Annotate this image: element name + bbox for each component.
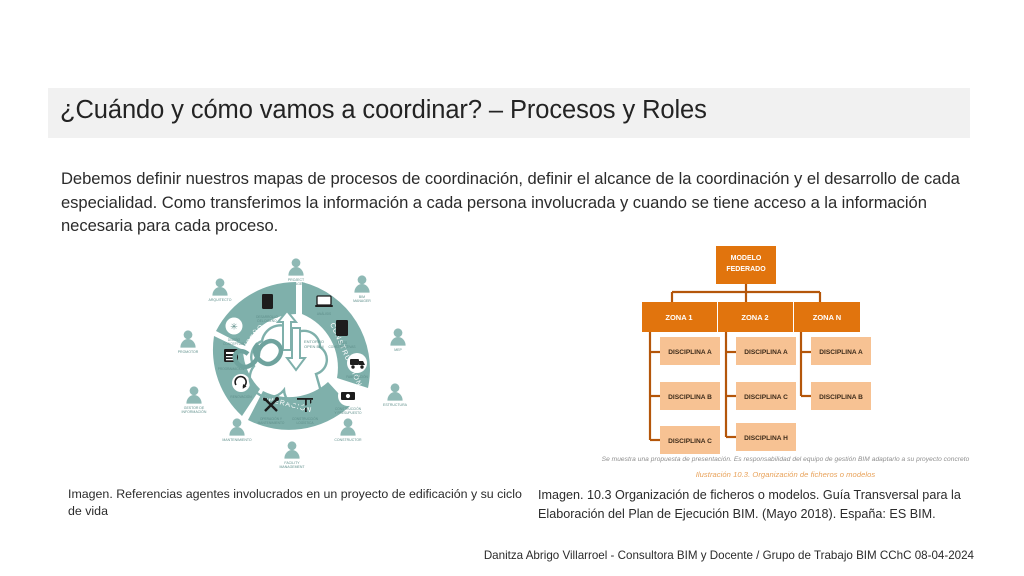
- body-paragraph: Debemos definir nuestros mapas de proces…: [61, 169, 960, 235]
- org-discipline-z2-c: DISCIPLINA C: [736, 382, 796, 410]
- svg-text:BIM: BIM: [359, 295, 365, 299]
- recycle-icon: [234, 375, 247, 388]
- svg-text:FABRICACIÓN: FABRICACIÓN: [346, 374, 368, 379]
- svg-text:LOGÍSTICA: LOGÍSTICA: [296, 421, 314, 425]
- wheel-actors: PROJECT MANAGER BIM MANAGER MEP ESTRUCTU…: [178, 258, 408, 469]
- svg-text:OPERACIÓN Y: OPERACIÓN Y: [260, 416, 283, 421]
- org-node-zone-n: ZONA N: [794, 302, 860, 332]
- federated-model-org-chart: MODELO FEDERADO ZONA 1 ZONA 2 ZONA N DIS…: [620, 240, 1012, 458]
- root-label-line1: MODELO: [731, 255, 762, 262]
- root-label-line2: FEDERADO: [726, 266, 766, 273]
- truck-icon: [350, 359, 365, 369]
- page-title: ¿Cuándo y cómo vamos a coordinar? – Proc…: [60, 96, 707, 124]
- svg-text:Y PRESUPUESTO: Y PRESUPUESTO: [335, 411, 363, 415]
- svg-text:PROJECT: PROJECT: [288, 278, 305, 282]
- svg-text:DEL DISEÑO: DEL DISEÑO: [257, 318, 277, 323]
- bim-lifecycle-wheel-figure: PROJECT MANAGER BIM MANAGER MEP ESTRUCTU…: [170, 248, 422, 480]
- svg-text:ANÁLISIS: ANÁLISIS: [317, 312, 331, 316]
- svg-text:DESARROLLO: DESARROLLO: [256, 315, 278, 319]
- org-discipline-zn-a: DISCIPLINA A: [811, 337, 871, 365]
- svg-text:CONCEPTUAL: CONCEPTUAL: [223, 342, 245, 346]
- svg-text:PROMOTOR: PROMOTOR: [178, 350, 199, 354]
- zone-n-label: ZONA N: [813, 313, 841, 322]
- building-icon: [262, 294, 273, 309]
- org-connectors: [648, 284, 822, 442]
- svg-text:DISEÑO: DISEÑO: [228, 337, 241, 342]
- org-discipline-z2-h: DISCIPLINA H: [736, 423, 796, 451]
- svg-text:CONSTRUCCIÓN: CONSTRUCCIÓN: [292, 416, 319, 421]
- laptop-icon: [315, 295, 333, 307]
- svg-text:FACILITY: FACILITY: [284, 461, 300, 465]
- svg-text:DISCIPLINA A: DISCIPLINA A: [819, 349, 863, 356]
- svg-text:DISCIPLINA H: DISCIPLINA H: [744, 435, 788, 442]
- svg-text:INFORMACIÓN: INFORMACIÓN: [182, 409, 207, 414]
- svg-text:MANTENIMIENTO: MANTENIMIENTO: [258, 421, 285, 425]
- svg-text:ENTORNO: ENTORNO: [304, 339, 324, 344]
- caption-right-figure: Imagen. 10.3 Organización de ficheros o …: [538, 488, 961, 521]
- org-discipline-z1-b: DISCIPLINA B: [660, 382, 720, 410]
- open-bim-knot-icon: [232, 338, 284, 370]
- tools-icon: [263, 397, 279, 412]
- svg-text:DISCIPLINA B: DISCIPLINA B: [668, 394, 712, 401]
- zone-2-label: ZONA 2: [741, 313, 768, 322]
- org-node-root: MODELO FEDERADO: [716, 246, 776, 284]
- svg-text:MANAGEMENT: MANAGEMENT: [279, 465, 305, 469]
- wheel-activities: ✳ DISEÑO CONCEPTUAL DESARROLLO DEL DISEÑ…: [218, 294, 369, 425]
- svg-text:RENOVACIÓN: RENOVACIÓN: [230, 394, 252, 399]
- svg-text:MANAGER: MANAGER: [353, 299, 371, 303]
- org-discipline-z1-c: DISCIPLINA C: [660, 426, 720, 454]
- svg-text:DISCIPLINA C: DISCIPLINA C: [668, 438, 712, 445]
- svg-text:CONSTRUCTIVAS: CONSTRUCTIVAS: [328, 345, 355, 349]
- crane-icon: [297, 398, 313, 412]
- slide-footer: Danitza Abrigo Villarroel - Consultora B…: [483, 549, 974, 562]
- caption-left-figure: Imagen. Referencias agentes involucrados…: [68, 487, 522, 518]
- svg-text:GESTOR DE: GESTOR DE: [184, 406, 205, 410]
- money-icon: [341, 392, 355, 400]
- svg-text:ARQUITECTO: ARQUITECTO: [209, 298, 232, 302]
- svg-text:MANTENIMIENTO: MANTENIMIENTO: [222, 438, 252, 442]
- svg-text:CONSTRUCCIÓN: CONSTRUCCIÓN: [335, 406, 362, 411]
- org-node-zone-1: ZONA 1: [642, 302, 717, 332]
- svg-text:MEP: MEP: [394, 348, 402, 352]
- org-chart-note: Se muestra una propuesta de presentación…: [601, 456, 970, 463]
- svg-text:CONSTRUCTOR: CONSTRUCTOR: [334, 438, 362, 442]
- svg-text:DISCIPLINA C: DISCIPLINA C: [744, 394, 788, 401]
- org-discipline-zn-b: DISCIPLINA B: [811, 382, 871, 410]
- org-node-zone-2: ZONA 2: [718, 302, 793, 332]
- org-chart-figure-caption: Ilustración 10.3. Organización de ficher…: [695, 470, 876, 479]
- header-band: [48, 88, 970, 138]
- org-discipline-z1-a: DISCIPLINA A: [660, 337, 720, 365]
- tower-icon: [336, 320, 348, 336]
- svg-text:DISCIPLINA B: DISCIPLINA B: [819, 394, 863, 401]
- svg-text:OPEN BIM: OPEN BIM: [304, 344, 324, 349]
- org-discipline-z2-a: DISCIPLINA A: [736, 337, 796, 365]
- svg-text:DISCIPLINA A: DISCIPLINA A: [668, 349, 712, 356]
- svg-text:MANAGER: MANAGER: [287, 282, 305, 286]
- svg-text:FASES: FASES: [337, 341, 347, 345]
- snowflake-icon: ✳: [230, 322, 238, 332]
- zone-1-label: ZONA 1: [665, 313, 692, 322]
- wheel-center-open-bim: ENTORNO OPEN BIM: [232, 309, 329, 409]
- svg-text:ESTRUCTURA: ESTRUCTURA: [383, 403, 408, 407]
- svg-text:DISCIPLINA A: DISCIPLINA A: [744, 349, 788, 356]
- svg-text:PROGRAMACIÓN: PROGRAMACIÓN: [218, 366, 245, 371]
